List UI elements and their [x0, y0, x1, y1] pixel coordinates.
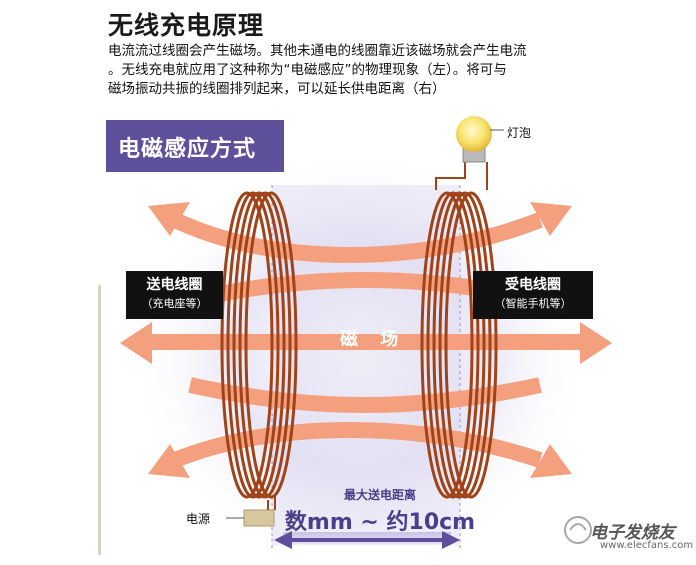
- left-edge-line: [98, 285, 101, 555]
- method-label: 电磁感应方式: [118, 137, 257, 162]
- receive-coil-title: 受电线圈: [505, 277, 561, 293]
- send-coil-title: 送电线圈: [146, 277, 203, 293]
- watermark-logo-icon: [564, 516, 592, 544]
- power-source-icon: [226, 495, 276, 527]
- receive-coil-subtitle: （智能手机等）: [494, 297, 572, 310]
- description: 电流流过线圈会产生磁场。其他未通电的线圈靠近该磁场就会产生电流 。无线充电就应用…: [108, 42, 628, 99]
- send-coil: [220, 191, 298, 499]
- bulb-icon: [435, 116, 504, 190]
- receive-coil-label: 受电线圈 （智能手机等）: [473, 271, 593, 319]
- description-line: 。无线充电就应用了这种称为“电磁感应”的物理现象（左）。将可与: [108, 62, 507, 78]
- watermark-url: www.elecfans.com: [600, 540, 694, 551]
- send-coil-label: 送电线圈 （充电座等）: [126, 271, 223, 319]
- description-line: 电流流过线圈会产生磁场。其他未通电的线圈靠近该磁场就会产生电流: [108, 43, 527, 59]
- field-label: 磁 场: [340, 329, 407, 350]
- bulb-label: 灯泡: [507, 126, 532, 140]
- distance-arrow: [274, 531, 460, 549]
- arrow-heads: [120, 202, 612, 478]
- distance-value: 数mm ~ 约10cm: [284, 510, 476, 535]
- watermark-text: 电子发烧友: [590, 523, 675, 543]
- page-title: 无线充电原理: [108, 11, 265, 40]
- description-line: 磁场振动共振的线圈排列起来，可以延长供电距离（右）: [108, 81, 446, 97]
- distance-title: 最大送电距离: [343, 488, 416, 502]
- method-banner: [106, 120, 284, 172]
- receive-coil: [420, 191, 498, 499]
- power-label: 电源: [186, 512, 211, 526]
- send-coil-subtitle: （充电座等）: [141, 297, 208, 310]
